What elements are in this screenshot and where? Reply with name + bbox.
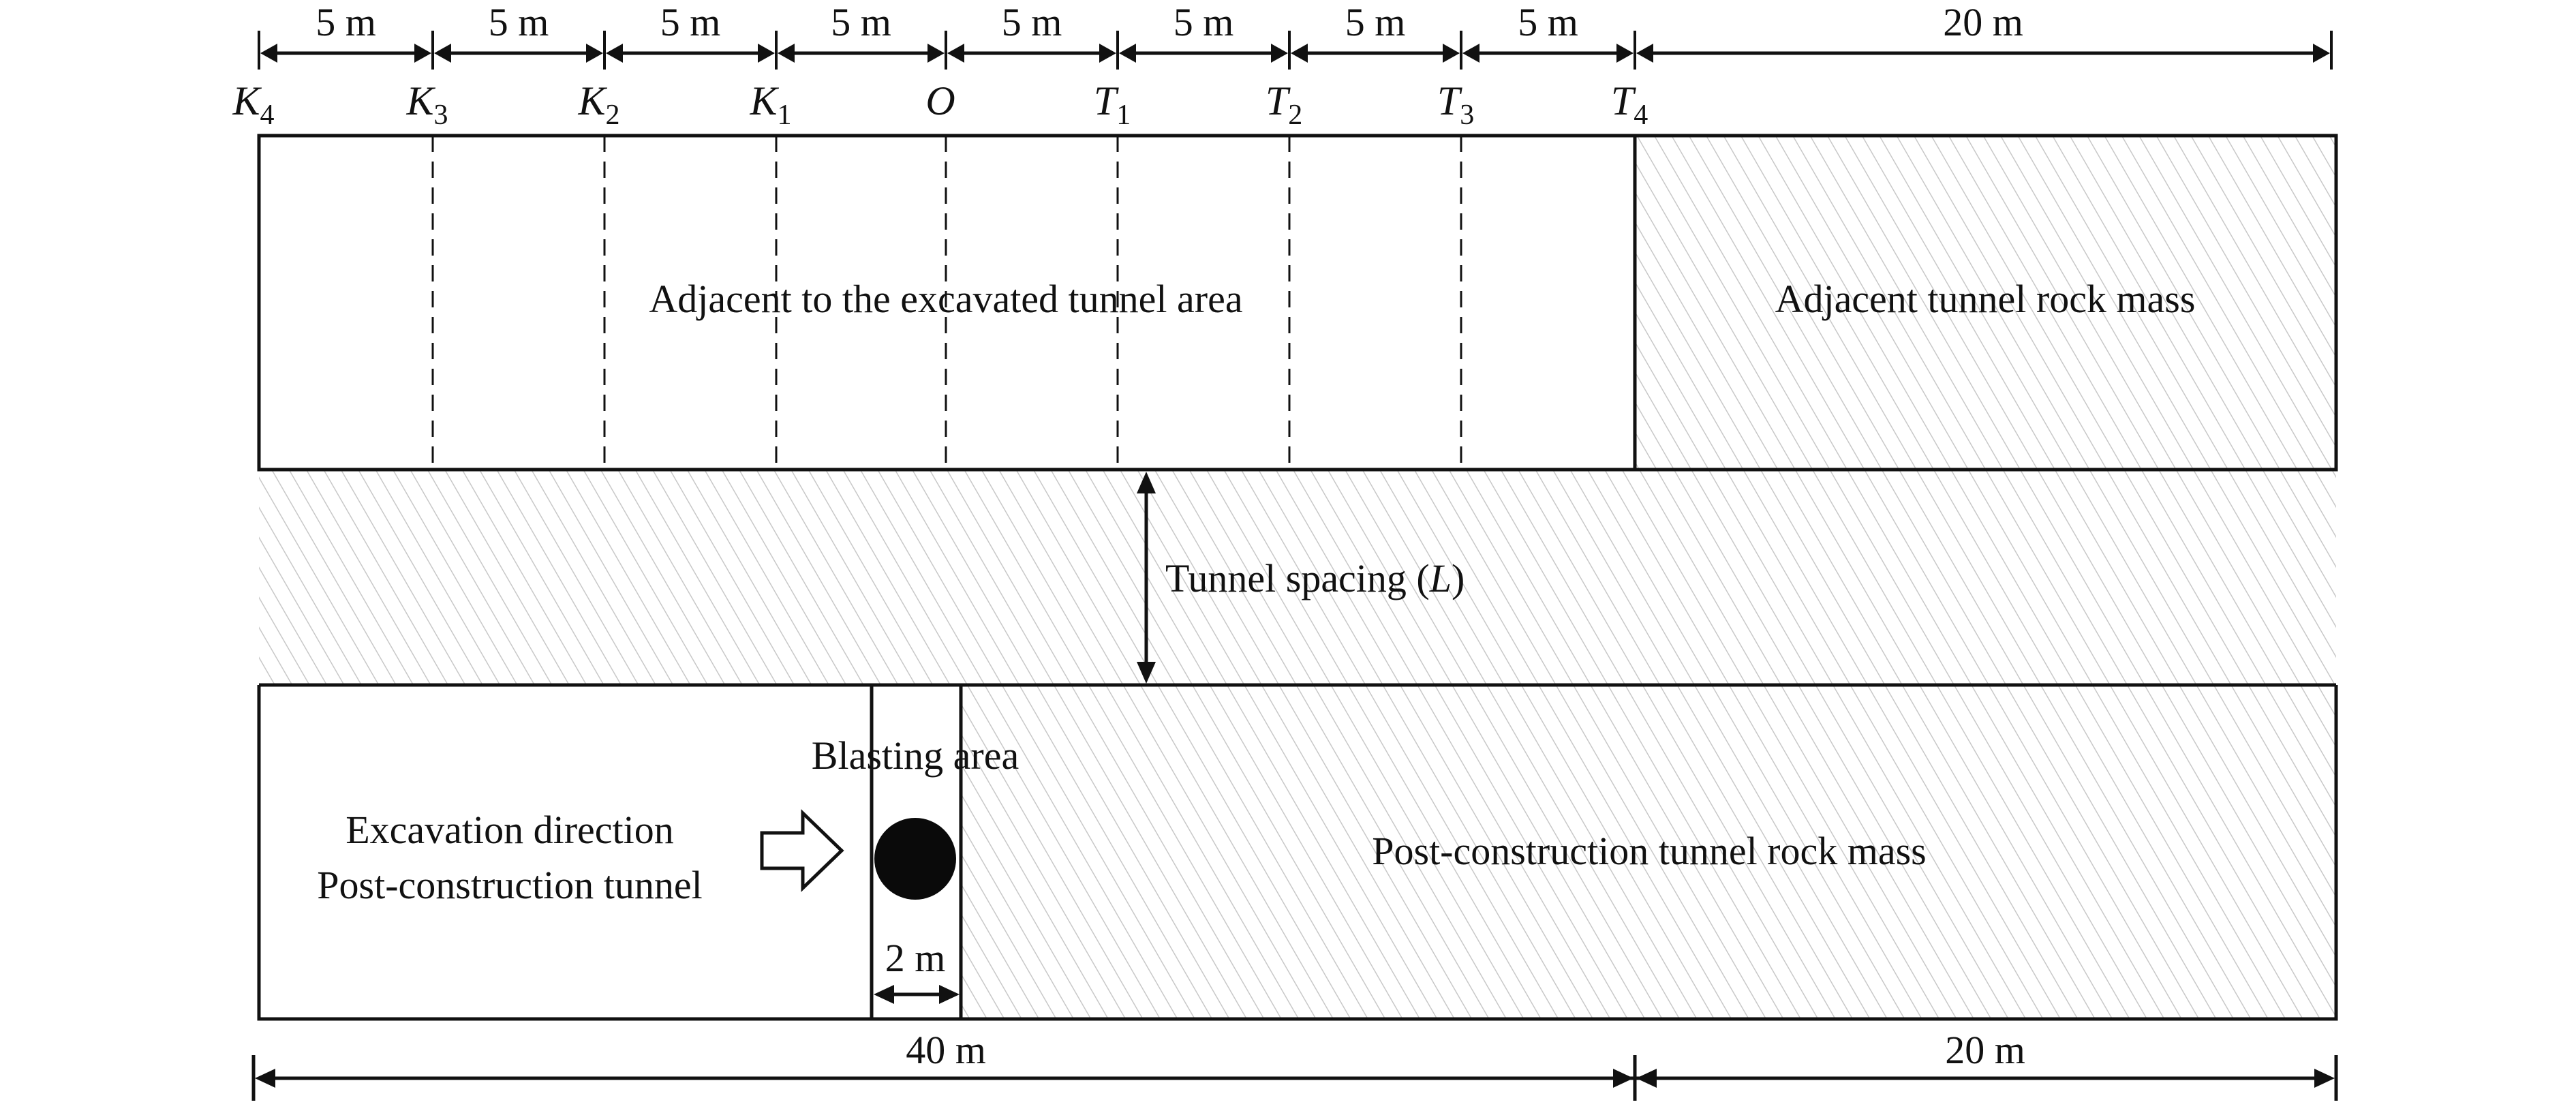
adjacent-rock-mass-label: Adjacent tunnel rock mass (1775, 277, 2196, 321)
dimension-arrow (947, 44, 964, 63)
dimension-arrow (1636, 44, 1653, 63)
blast-width-dimension (874, 985, 960, 1004)
bottom-dimension-arrows (255, 1069, 2335, 1088)
post-tunnel-outline (257, 685, 2338, 1021)
station-label: T2 (1266, 78, 1302, 131)
top-dimension-label: 20 m (1943, 0, 2023, 44)
dimension-arrow (260, 44, 277, 63)
dimension-arrow (434, 44, 451, 63)
top-dimension-label: 5 m (1345, 0, 1406, 44)
top-dimension-label: 5 m (1174, 0, 1234, 44)
bottom-dimension-label-20m: 20 m (1945, 1028, 2025, 1072)
blasting-area-label: Blasting area (812, 733, 1019, 778)
blast-width-label: 2 m (885, 936, 946, 980)
dimension-arrow (606, 44, 623, 63)
post-construction-rock-label: Post-construction tunnel rock mass (1372, 829, 1927, 873)
station-label: O (925, 78, 955, 123)
adjacent-excavated-area-label: Adjacent to the excavated tunnel area (649, 277, 1242, 321)
dimension-arrow (1099, 44, 1116, 63)
dimension-arrow (1616, 44, 1634, 63)
station-label: T3 (1437, 78, 1474, 131)
tunnel-spacing-arrow (1137, 472, 1156, 684)
station-label: K1 (749, 78, 791, 131)
top-dimension-label: 5 m (660, 0, 721, 44)
rock-pillar-region (259, 470, 2336, 685)
dimension-arrow (1443, 44, 1460, 63)
top-dimension-label: 5 m (831, 0, 891, 44)
top-dimension-label: 5 m (1002, 0, 1062, 44)
excavation-direction-label: Excavation direction (346, 808, 674, 852)
dimension-arrow (927, 44, 945, 63)
bottom-dimension-label-40m: 40 m (906, 1028, 986, 1072)
station-label: K2 (577, 78, 619, 131)
top-dimension-label: 5 m (1518, 0, 1578, 44)
dimension-arrow (586, 44, 603, 63)
dimension-arrow (2313, 44, 2330, 63)
dimension-arrow (414, 44, 431, 63)
station-label: T4 (1611, 78, 1648, 131)
station-label: K3 (405, 78, 448, 131)
post-construction-rock-region (961, 685, 2336, 1019)
tunnel-spacing-label: Tunnel spacing (L) (1165, 556, 1465, 600)
top-dimension-label: 5 m (489, 0, 549, 44)
post-construction-tunnel-label: Post-construction tunnel (317, 863, 702, 907)
adjacent-rock-mass-region (1635, 136, 2336, 470)
blast-charge-icon (874, 818, 956, 900)
dimension-arrow (1119, 44, 1136, 63)
dimension-arrow (1462, 44, 1479, 63)
adjacent-tunnel-outline (257, 134, 2338, 472)
excavation-direction-arrow-icon (760, 809, 844, 892)
station-label: T1 (1094, 78, 1131, 131)
dimension-arrow (778, 44, 795, 63)
top-dimension-label: 5 m (316, 0, 376, 44)
dimension-arrow (1271, 44, 1288, 63)
dimension-arrow (1291, 44, 1308, 63)
bottom-dimension-line (251, 1055, 2338, 1101)
dimension-arrow (758, 44, 775, 63)
station-label: K4 (232, 78, 274, 131)
